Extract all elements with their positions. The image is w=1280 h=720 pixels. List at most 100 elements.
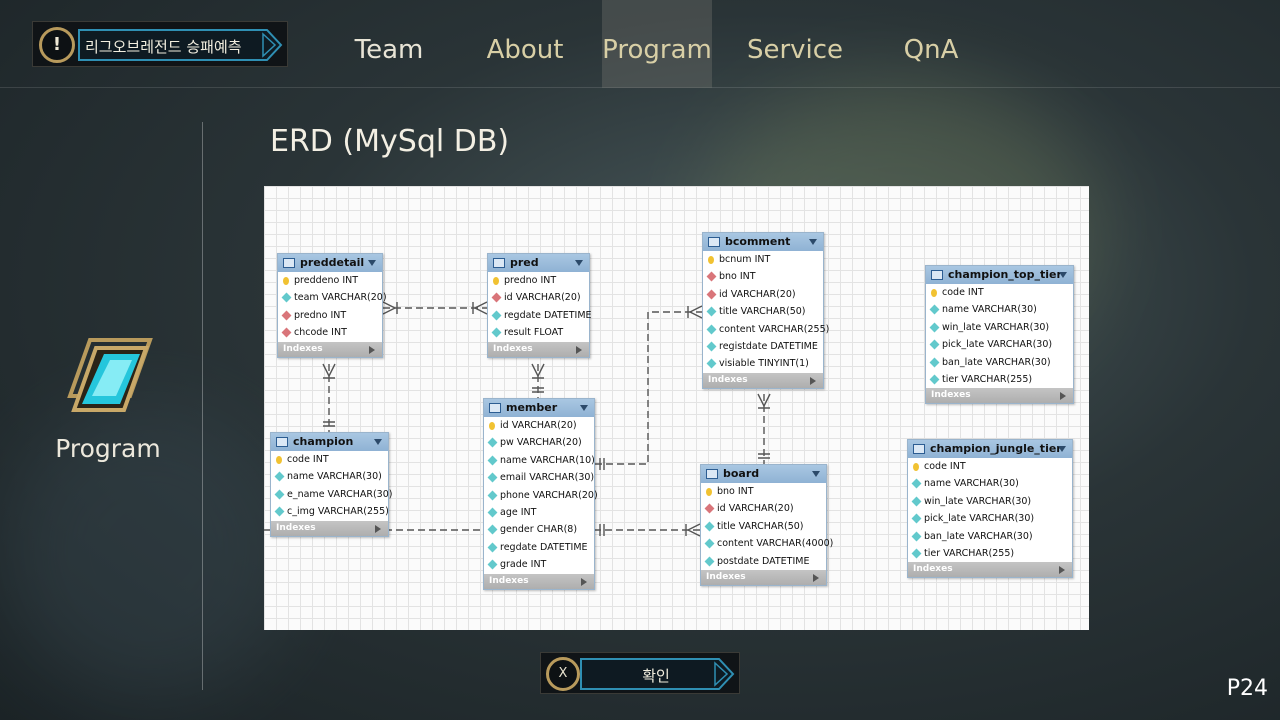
chevron-right-icon <box>1059 566 1065 575</box>
confirm-button[interactable]: X 확인 <box>540 652 740 694</box>
column-text: grade INT <box>500 559 547 571</box>
column-row: code INT <box>271 451 388 468</box>
column-row: phone VARCHAR(20) <box>484 487 598 504</box>
column-text: pw VARCHAR(20) <box>500 437 582 449</box>
column-text: regdate DATETIME <box>504 309 592 321</box>
indexes-bar[interactable]: Indexes <box>908 562 1072 578</box>
column-icon <box>274 471 285 482</box>
chevron-down-icon[interactable] <box>812 471 820 477</box>
nav-about[interactable]: About <box>470 0 580 88</box>
column-row: postdate DATETIME <box>701 553 826 570</box>
nav-team[interactable]: Team <box>334 0 444 88</box>
primary-key-icon <box>489 422 495 430</box>
column-text: phone VARCHAR(20) <box>500 489 598 501</box>
column-row: win_late VARCHAR(30) <box>926 319 1073 336</box>
column-icon <box>281 292 292 303</box>
column-text: regdate DATETIME <box>500 541 588 553</box>
nav-service-label: Service <box>746 35 844 65</box>
table-pred[interactable]: pred predno INT id VARCHAR(20) regdate D… <box>487 253 592 358</box>
table-icon <box>931 270 943 280</box>
table-board[interactable]: board bno INT id VARCHAR(20) title VARCH… <box>700 464 833 586</box>
table-icon <box>489 403 501 413</box>
indexes-label: Indexes <box>276 522 316 533</box>
indexes-bar[interactable]: Indexes <box>484 573 594 589</box>
column-icon <box>706 358 717 369</box>
primary-key-icon <box>913 463 919 471</box>
indexes-bar[interactable]: Indexes <box>271 520 388 536</box>
column-text: ban_late VARCHAR(30) <box>942 356 1051 368</box>
column-text: preddeno INT <box>294 275 359 286</box>
column-icon <box>487 507 498 518</box>
indexes-bar[interactable]: Indexes <box>278 341 382 357</box>
column-text: bno INT <box>719 271 756 283</box>
column-icon <box>274 506 285 517</box>
column-icon <box>704 556 715 567</box>
table-name: board <box>723 467 760 480</box>
nav-program[interactable]: Program <box>602 0 712 88</box>
nav-qna[interactable]: QnA <box>876 0 986 88</box>
column-text: registdate DATETIME <box>719 340 818 352</box>
chevron-down-icon[interactable] <box>374 439 382 445</box>
column-text: pick_late VARCHAR(30) <box>942 339 1053 351</box>
indexes-bar[interactable]: Indexes <box>703 372 823 388</box>
chevron-down-icon[interactable] <box>1058 446 1066 452</box>
column-icon <box>704 521 715 532</box>
table-member[interactable]: member id VARCHAR(20) pw VARCHAR(20) nam… <box>483 398 598 590</box>
column-text: name VARCHAR(30) <box>942 304 1037 316</box>
column-row: id VARCHAR(20) <box>488 289 589 306</box>
column-text: content VARCHAR(255) <box>719 323 830 335</box>
column-icon <box>487 542 498 553</box>
table-icon <box>708 237 720 247</box>
column-icon <box>706 324 717 335</box>
primary-key-icon <box>276 456 282 464</box>
column-text: pick_late VARCHAR(30) <box>924 513 1035 525</box>
table-name: preddetail <box>300 256 365 269</box>
column-row: regdate DATETIME <box>484 539 594 556</box>
column-text: code INT <box>287 454 329 465</box>
column-row: ban_late VARCHAR(30) <box>908 528 1072 545</box>
table-bcomment[interactable]: bcomment bcnum INT bno INT id VARCHAR(20… <box>702 232 829 389</box>
column-row: title VARCHAR(50) <box>703 303 823 320</box>
erd-diagram: preddetail preddeno INT team VARCHAR(20)… <box>264 186 1089 630</box>
column-text: gender CHAR(8) <box>500 524 578 536</box>
column-icon <box>487 559 498 570</box>
column-text: c_img VARCHAR(255) <box>287 506 389 518</box>
column-icon <box>274 489 285 500</box>
column-text: id VARCHAR(20) <box>500 420 577 431</box>
nav-service[interactable]: Service <box>740 0 850 88</box>
indexes-bar[interactable]: Indexes <box>488 341 589 357</box>
site-title: 리그오브레전드 승패예측 <box>85 38 242 56</box>
column-icon <box>911 531 922 542</box>
column-icon <box>487 455 498 466</box>
column-icon <box>491 310 502 321</box>
foreign-key-icon <box>704 503 715 514</box>
column-row: regdate DATETIME <box>488 307 592 324</box>
primary-key-icon <box>931 289 937 297</box>
nav-program-label: Program <box>602 35 712 65</box>
column-text: email VARCHAR(30) <box>500 472 595 484</box>
column-row: content VARCHAR(4000) <box>701 535 833 552</box>
table-preddetail[interactable]: preddetail preddeno INT team VARCHAR(20)… <box>277 253 387 358</box>
column-row: age INT <box>484 504 594 521</box>
primary-key-icon <box>708 256 714 264</box>
table-champion-top-tier[interactable]: champion_top_tier code INT name VARCHAR(… <box>925 265 1074 405</box>
column-row: name VARCHAR(30) <box>926 301 1073 318</box>
table-champion[interactable]: champion code INT name VARCHAR(30) e_nam… <box>270 432 393 537</box>
chevron-down-icon[interactable] <box>809 239 817 245</box>
indexes-bar[interactable]: Indexes <box>926 388 1073 404</box>
chevron-down-icon[interactable] <box>580 405 588 411</box>
column-row: title VARCHAR(50) <box>701 518 826 535</box>
chevron-right-icon <box>581 577 587 586</box>
indexes-label: Indexes <box>931 390 971 401</box>
chevron-down-icon[interactable] <box>1059 272 1067 278</box>
chevron-down-icon[interactable] <box>575 260 583 266</box>
column-text: predno INT <box>294 309 347 321</box>
indexes-bar[interactable]: Indexes <box>701 569 826 585</box>
top-bar: ! 리그오브레전드 승패예측 Team About Program Servic… <box>0 0 1280 88</box>
table-champion-jungle-tier[interactable]: champion_jungle_tier code INT name VARCH… <box>907 439 1073 579</box>
chevron-down-icon[interactable] <box>368 260 376 266</box>
logo-button[interactable]: ! 리그오브레전드 승패예측 <box>32 21 288 67</box>
column-text: tier VARCHAR(255) <box>942 373 1033 385</box>
confirm-label: 확인 <box>642 667 670 685</box>
column-text: e_name VARCHAR(30) <box>287 488 393 500</box>
